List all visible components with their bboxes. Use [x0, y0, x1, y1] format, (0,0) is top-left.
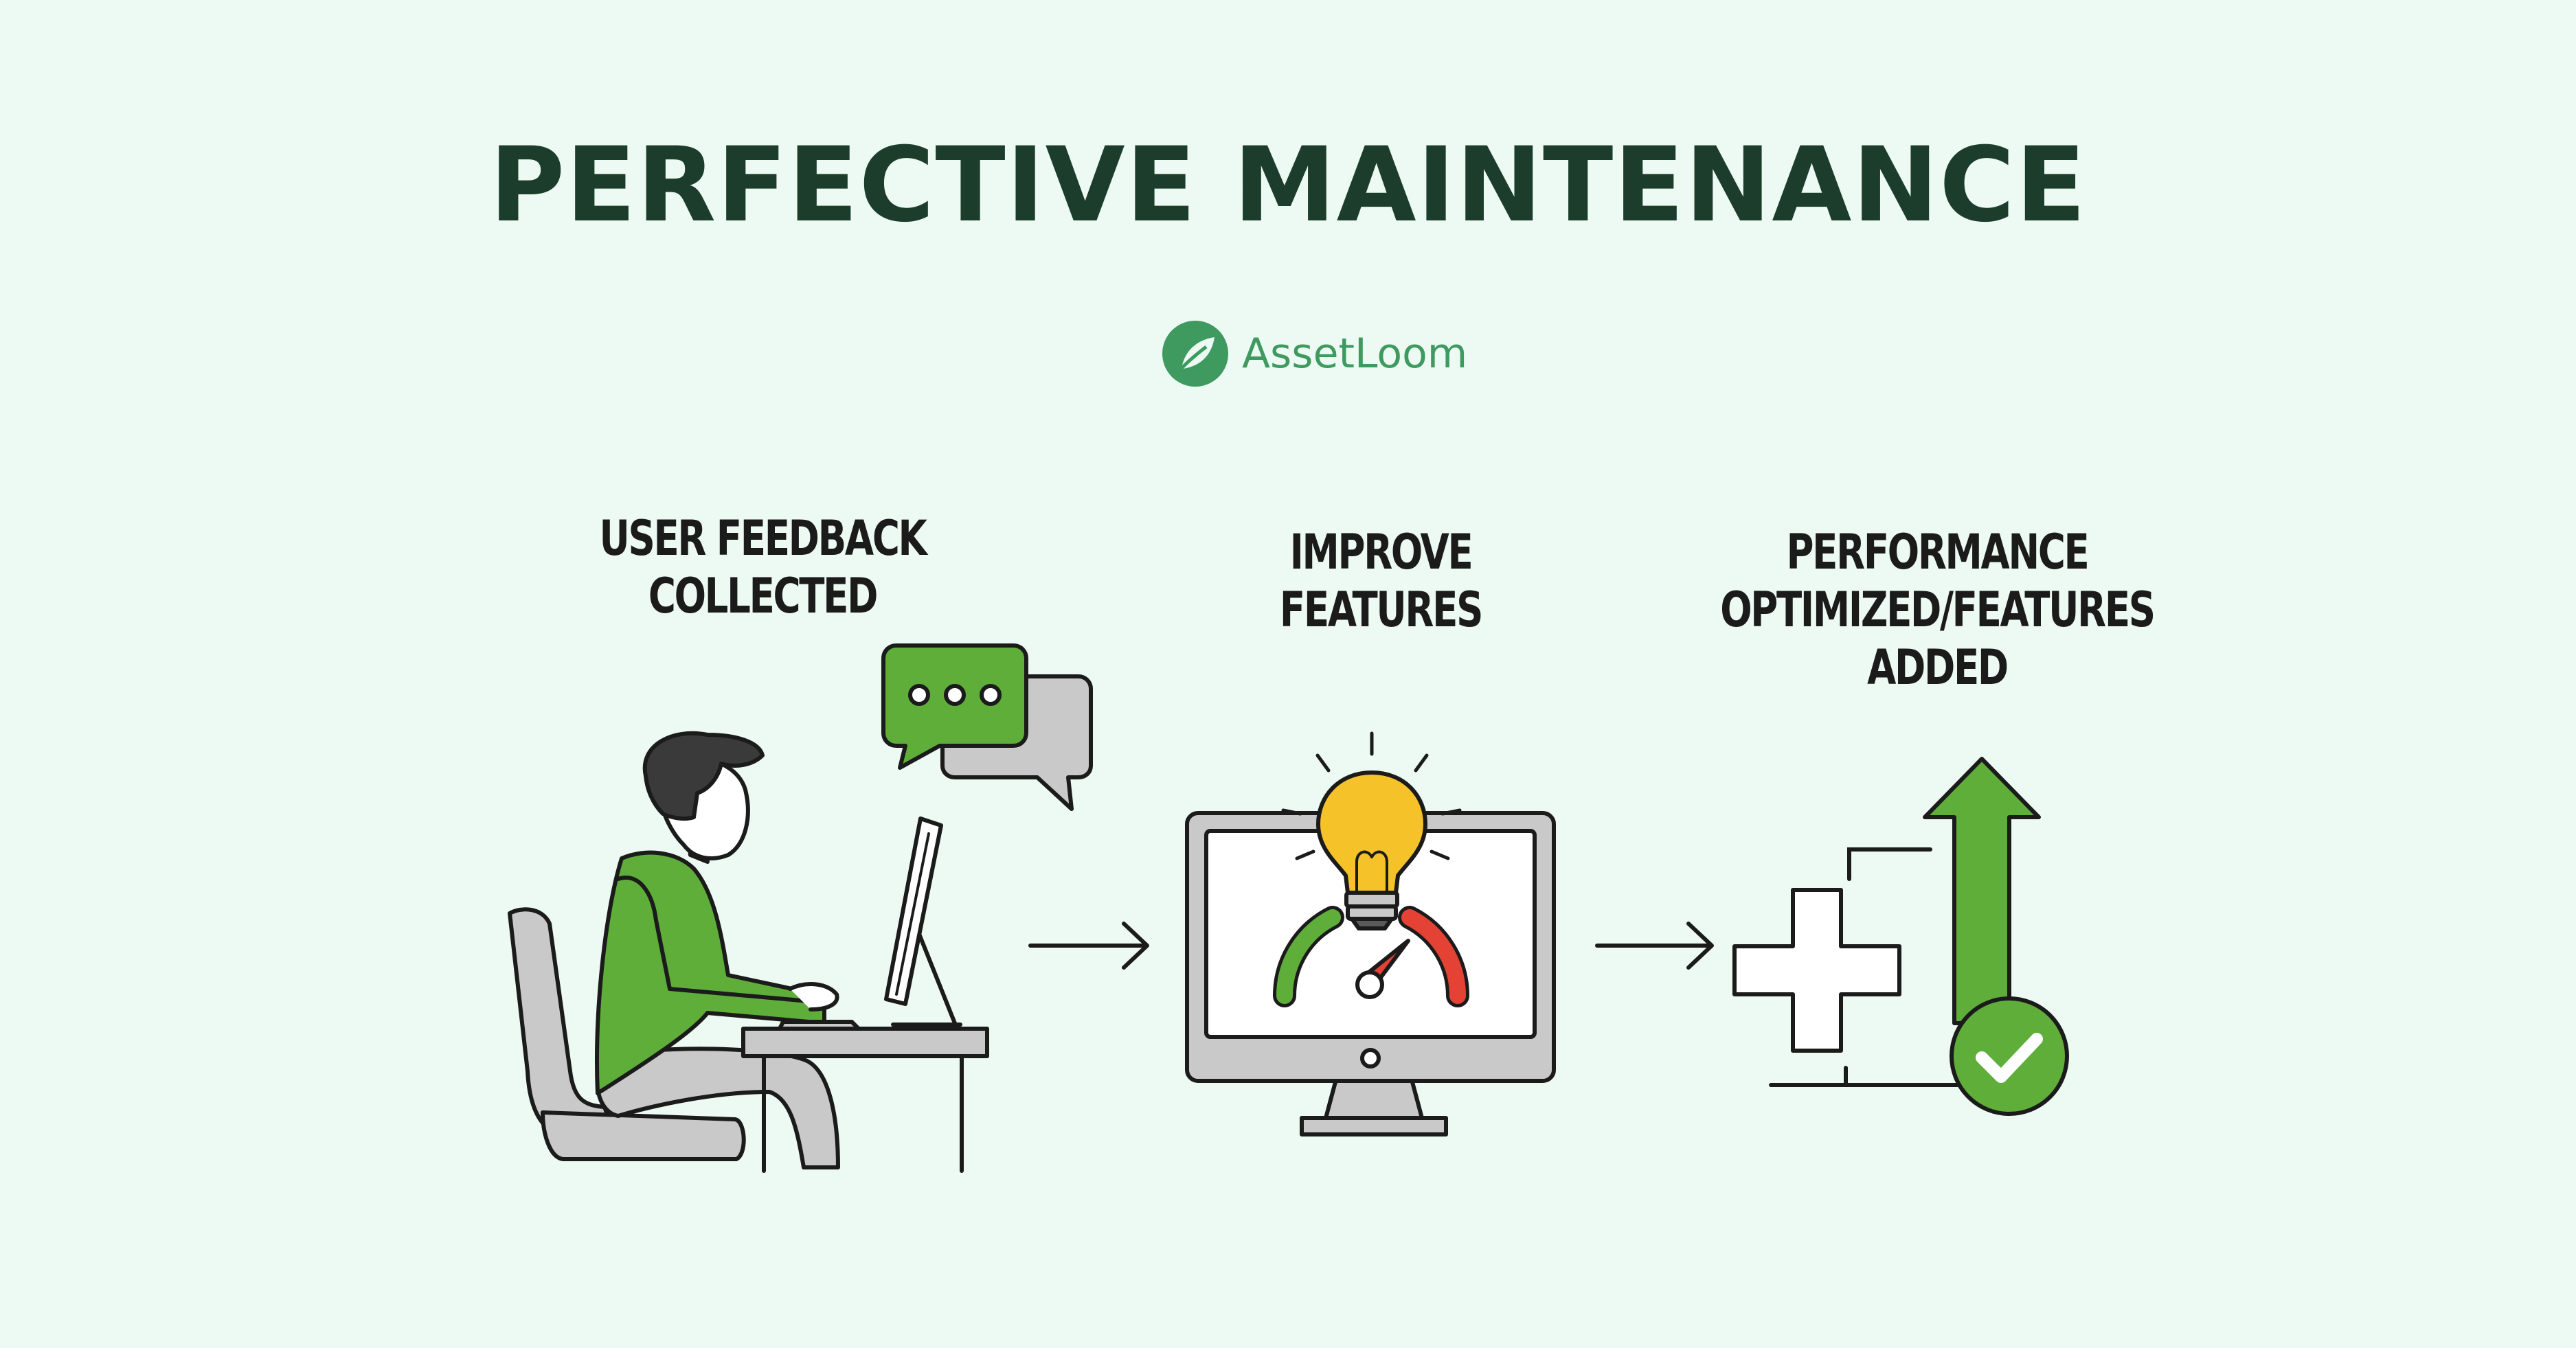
step-3-line-3: ADDED — [1867, 639, 2009, 696]
leaf-logo-icon — [1162, 321, 1228, 387]
step-2-label: IMPROVE FEATURES — [1161, 523, 1601, 639]
checkmark-badge-icon — [1950, 996, 2069, 1116]
step-2-line-1: IMPROVE — [1289, 524, 1473, 580]
up-arrow-icon — [1923, 757, 2041, 1025]
step-3-label: PERFORMANCE OPTIMIZED/FEATURES ADDED — [1691, 523, 2184, 696]
step-3-line-2: OPTIMIZED/FEATURES — [1720, 582, 2156, 638]
person-at-desk-icon — [508, 731, 989, 1173]
step-1-line-2: COLLECTED — [648, 568, 879, 624]
step-1-line-1: USER FEEDBACK — [599, 510, 927, 567]
arrow-right-icon — [1595, 922, 1714, 970]
monitor-lightbulb-gauge-icon — [1185, 731, 1556, 1136]
step-2-line-2: FEATURES — [1279, 582, 1483, 638]
arrow-right-icon — [1028, 922, 1149, 970]
plus-icon — [1732, 888, 1901, 1053]
page-title: PERFECTIVE MAINTENANCE — [489, 126, 2087, 245]
step-3-line-1: PERFORMANCE — [1786, 524, 2089, 580]
brand: AssetLoom — [1161, 316, 1467, 391]
bracket-lines — [1769, 847, 1977, 1087]
chat-bubbles-icon — [881, 643, 1093, 811]
brand-name: AssetLoom — [1242, 330, 1468, 378]
step-1-label: USER FEEDBACK COLLECTED — [543, 510, 982, 625]
